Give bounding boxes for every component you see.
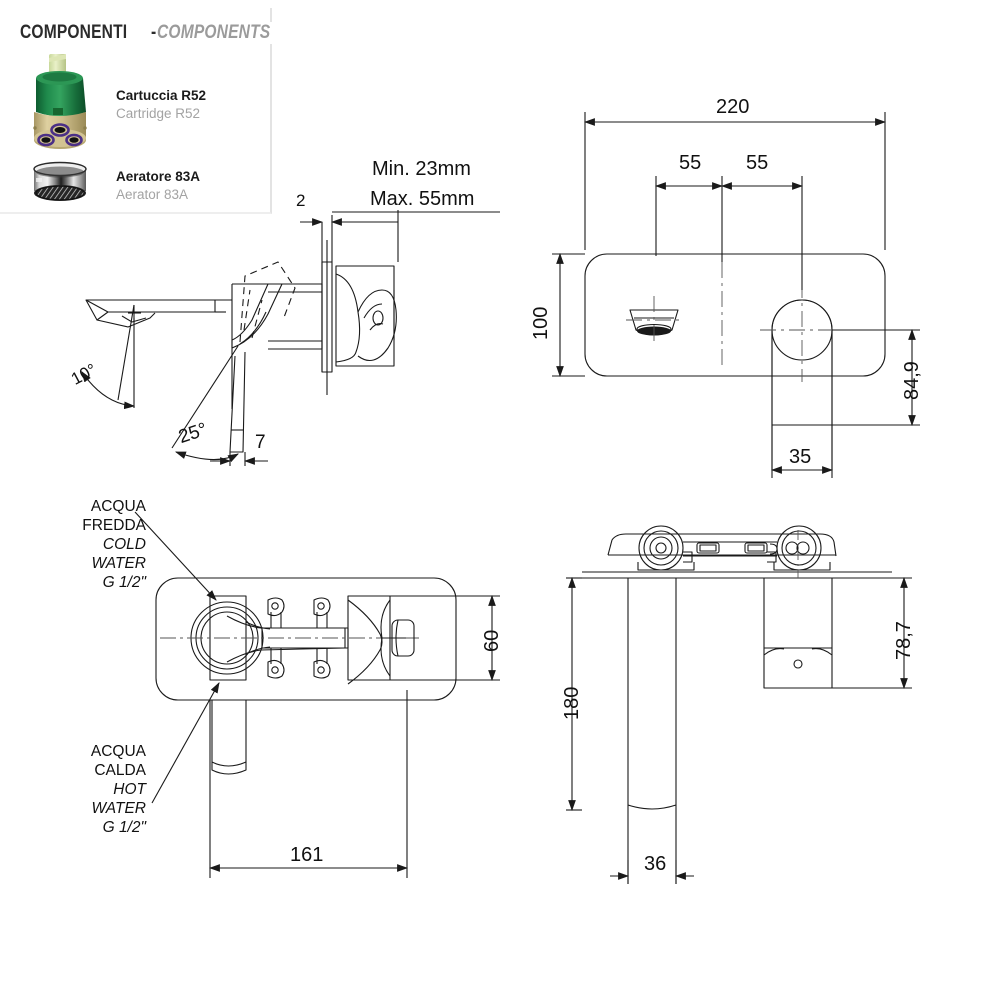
label-spout-height: 84,9 [901,361,923,400]
dim-body-depth [390,594,500,682]
dim-projection [208,690,409,878]
components-panel-title: COMPONENTI -COMPONENTS [20,22,302,44]
callout-hot-water-leader [151,682,220,804]
label-spout-width: 35 [789,446,812,468]
dim-lever-angle [171,345,239,463]
side-section-view [85,240,397,453]
component-item-aerator: Aeratore 83A Aerator 83A [18,160,200,211]
components-panel: COMPONENTI -COMPONENTS [0,8,302,214]
label-55-right: 55 [746,152,769,174]
dim-spout-width [770,425,834,478]
cold-line-2: FREDDA [82,516,146,534]
cold-line-4: WATER [91,554,146,572]
callout-cold-water-leader [134,511,217,601]
aerator-photo [18,160,102,211]
cartridge-name-italian: Cartuccia R52 [116,88,207,104]
dim-spout-height [832,328,920,427]
cold-line-1: ACQUA [90,498,146,515]
dim-spout-drop [832,576,912,690]
side-assembly-view [582,525,892,884]
dim-lever-offset [210,452,268,466]
component-item-cartridge: Cartuccia R52 Cartridge R52 [18,50,206,159]
dim-min-max-depth [332,210,500,262]
top-plan-view [155,577,457,775]
cartridge-labels: Cartuccia R52 Cartridge R52 [116,87,206,122]
dim-spout-thickness [610,860,694,884]
components-title-english: COMPONENTS [157,22,271,43]
hot-line-4: WATER [91,799,146,817]
label-spout-thickness: 36 [644,853,667,875]
cold-line-3: COLD [102,535,146,553]
callout-hot-water: ACQUA CALDA HOT WATER G 1/2" [0,743,146,838]
dim-plate-height [552,252,585,378]
components-title-italian: COMPONENTI [20,22,128,43]
dim-total-height [566,576,582,812]
components-title-separator: - [150,22,157,43]
hot-line-3: HOT [113,780,146,798]
dim-55-right [720,176,804,290]
dim-plate-width [583,112,887,250]
dim-spout-angle [81,304,136,410]
label-plate-width: 220 [716,96,750,118]
callout-cold-water: ACQUA FREDDA COLD WATER G 1/2" [0,498,146,593]
label-plate-height: 100 [530,306,552,340]
hot-line-2: CALDA [94,761,146,779]
label-total-height: 180 [561,686,583,720]
aerator-labels: Aeratore 83A Aerator 83A [116,168,200,203]
label-min-depth: Min. 23mm [372,158,471,180]
cold-line-5: G 1/2" [102,573,146,591]
label-body-depth: 60 [481,629,503,652]
label-wall-thickness: 2 [296,191,306,210]
label-max-depth: Max. 55mm [370,188,475,210]
cartridge-name-english: Cartridge R52 [116,105,201,121]
front-elevation-view [584,253,886,470]
label-spout-drop: 78,7 [893,621,915,660]
label-projection: 161 [290,844,324,866]
dim-55-left [654,176,724,262]
aerator-name-english: Aerator 83A [116,186,189,202]
hot-line-5: G 1/2" [102,818,146,836]
aerator-name-italian: Aeratore 83A [116,169,201,185]
cartridge-photo [18,50,102,159]
label-lever-offset: 7 [255,432,266,453]
label-55-left: 55 [679,152,702,174]
hot-line-1: ACQUA [90,743,146,760]
